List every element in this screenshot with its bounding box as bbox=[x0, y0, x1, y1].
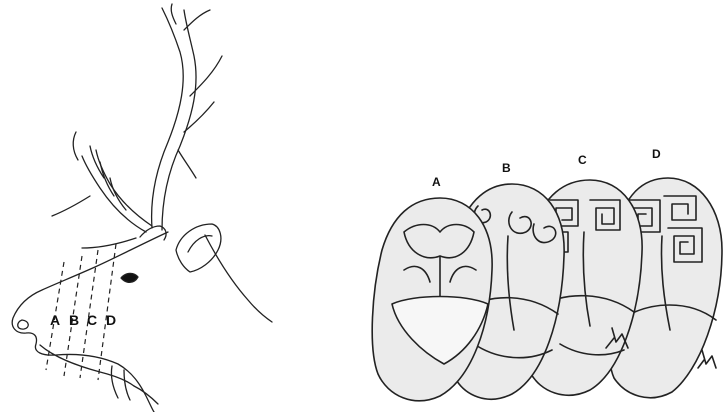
section-label-d: D bbox=[652, 147, 661, 161]
cross-sections bbox=[372, 178, 722, 401]
cross-section-labels: A B C D bbox=[432, 147, 661, 189]
antler-main-beam-back bbox=[162, 10, 196, 230]
reindeer-head-drawing bbox=[12, 4, 272, 412]
eye bbox=[121, 273, 138, 282]
nostril bbox=[18, 320, 29, 329]
head-label-c: C bbox=[87, 312, 97, 328]
near-antler-tine-4 bbox=[52, 196, 90, 216]
near-antler-beam-back bbox=[96, 150, 152, 226]
head-label-b: B bbox=[69, 312, 79, 328]
head-label-a: A bbox=[50, 312, 60, 328]
ear-inner bbox=[188, 236, 212, 252]
section-label-c: C bbox=[578, 153, 587, 167]
near-antler-beam bbox=[82, 156, 146, 232]
head-section-labels: A B C D bbox=[50, 312, 116, 328]
near-antler-tine-5 bbox=[73, 132, 78, 160]
head-label-d: D bbox=[106, 312, 116, 328]
antler-top-tine-2 bbox=[171, 4, 176, 24]
near-antler-tine-1 bbox=[90, 146, 104, 178]
section-label-a: A bbox=[432, 175, 441, 189]
near-antler-brow-tine bbox=[82, 238, 136, 248]
neck-back-outline bbox=[205, 235, 272, 322]
antler-top-tine-1 bbox=[184, 10, 210, 30]
antler-mid-tine-2 bbox=[184, 102, 214, 132]
section-label-b: B bbox=[502, 161, 511, 175]
antler-main-beam bbox=[152, 8, 184, 228]
antler-mid-tine-3 bbox=[178, 150, 196, 178]
ear bbox=[176, 224, 221, 272]
